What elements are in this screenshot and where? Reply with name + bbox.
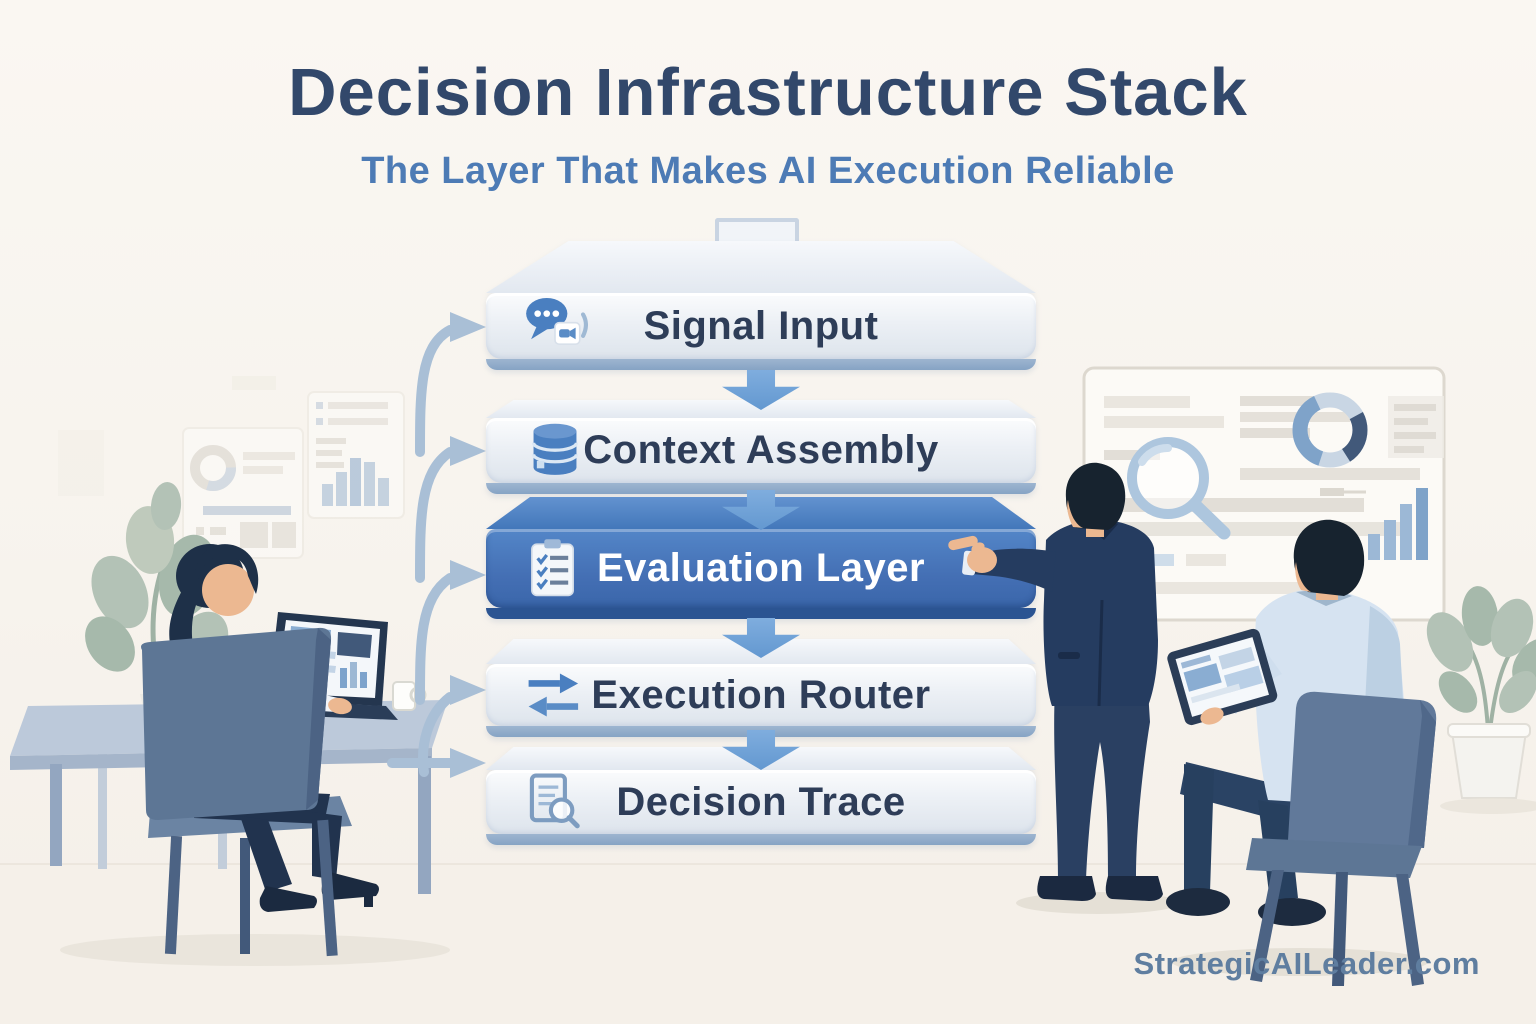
- site-watermark: StrategicAILeader.com: [1133, 946, 1480, 981]
- database-icon: [522, 418, 588, 484]
- layer-label: Context Assembly: [583, 428, 939, 472]
- page-title: Decision Infrastructure Stack: [288, 55, 1248, 130]
- whiteboard-magnifier-icon: [1127, 437, 1231, 540]
- layer-label: Execution Router: [591, 672, 931, 717]
- swap-arrows-icon: [522, 662, 588, 728]
- woman-chair: [141, 627, 338, 957]
- layer-signal-input: Signal Input: [486, 241, 1036, 370]
- dashboard-panels-left: [58, 376, 405, 559]
- decision-stack: Signal Input Context Asse: [486, 218, 1036, 858]
- layer-label: Decision Trace: [616, 779, 906, 824]
- input-arrows: [387, 312, 486, 778]
- checklist-icon: [522, 536, 588, 602]
- woman-shadow: [60, 934, 450, 966]
- whiteboard-donut-chart: [1292, 392, 1368, 468]
- layer-edge: [486, 608, 1036, 619]
- layer-edge: [486, 834, 1036, 845]
- layer-edge: [486, 483, 1036, 494]
- whiteboard-bar-chart: [1320, 488, 1428, 560]
- page-subtitle: The Layer That Makes AI Execution Reliab…: [361, 150, 1175, 192]
- woman-figure: [10, 544, 450, 966]
- layer-label: Signal Input: [643, 303, 879, 348]
- layer-top-face: [486, 241, 1036, 293]
- dashboard-panel-bars: [307, 391, 405, 519]
- layer-edge: [486, 359, 1036, 370]
- document-search-icon: [522, 769, 588, 835]
- layer-label: Evaluation Layer: [596, 546, 926, 590]
- dashboard-panel-donut: [182, 427, 304, 559]
- layer-context-assembly: Context Assembly: [486, 400, 1036, 494]
- whiteboard: [1082, 366, 1446, 622]
- chat-signal-icon: [522, 293, 588, 359]
